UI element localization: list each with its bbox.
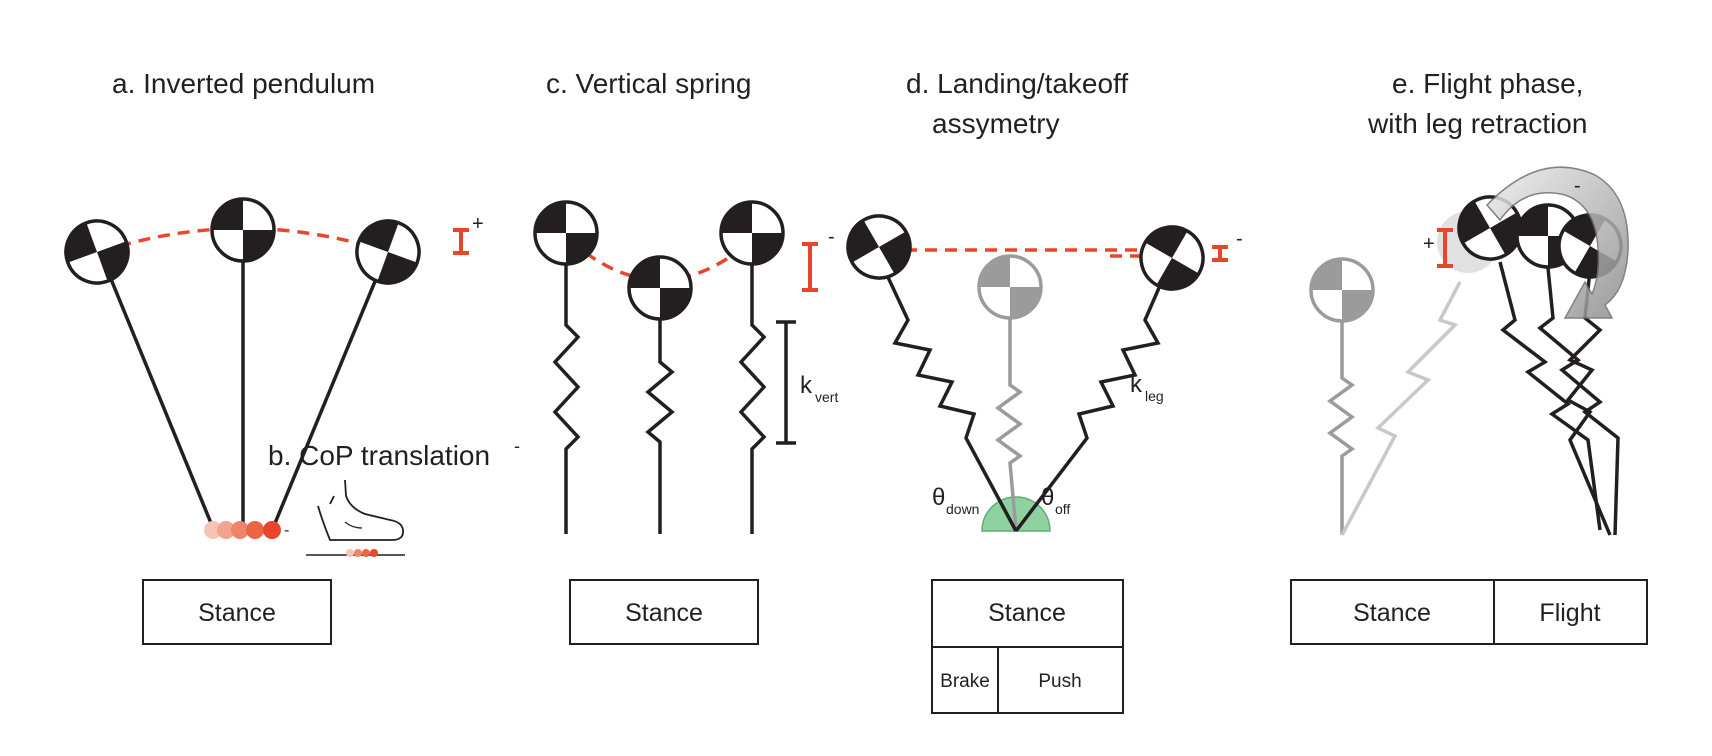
panel-a: a. Inverted pendulum + b. CoP translatio… [55, 68, 520, 645]
theta-off: θ [1041, 484, 1054, 511]
energy-bar-a [453, 228, 469, 255]
panel-d-title-line1: d. Landing/takeoff [906, 68, 1128, 99]
spring-leg-right [738, 260, 767, 534]
phase-label-c: Stance [625, 599, 703, 627]
pendulum-leg-left [95, 244, 215, 529]
energy-bar-e [1437, 228, 1453, 268]
energy-bar-d [1212, 245, 1228, 262]
stiffness-label-d: k [1130, 371, 1143, 398]
energy-sign-c: - [828, 226, 835, 248]
phase-label-d-push: Push [1038, 671, 1081, 692]
stiffness-bar-c [776, 320, 796, 445]
com-marker-neutral [977, 254, 1043, 320]
phase-label-e-stance: Stance [1353, 599, 1431, 627]
stiffness-sub-c: vert [815, 389, 838, 405]
phase-label-d-stance: Stance [988, 599, 1066, 627]
spring-leg-takeoff [1014, 257, 1174, 533]
minus-sign-e: - [1574, 175, 1581, 197]
com-marker-takeoff [1127, 213, 1217, 303]
com-marker-middle [210, 197, 276, 263]
foot-icon [306, 479, 405, 557]
spring-leg-middle [645, 320, 675, 534]
spring-leg-neutral [995, 318, 1024, 531]
spring-leg-landing [877, 257, 1018, 532]
energy-sign-a: + [472, 213, 484, 235]
panel-d-title-line2: assymetry [932, 108, 1060, 139]
panel-e: e. Flight phase, with leg retraction + -… [1290, 68, 1648, 645]
com-marker-e-gray [1309, 257, 1375, 323]
com-marker-landing [834, 202, 924, 292]
phase-label-e-flight: Flight [1539, 599, 1600, 627]
phase-label-d-brake: Brake [940, 671, 990, 692]
cop-dots [204, 521, 281, 539]
theta-off-sub: off [1055, 501, 1070, 517]
spring-leg-e-light [1340, 281, 1462, 536]
com-marker-left [55, 210, 139, 294]
com-marker-right [346, 210, 430, 294]
phase-box-e [1290, 579, 1648, 645]
retraction-arrow [1485, 166, 1629, 319]
theta-down-sub: down [946, 501, 979, 517]
com-marker-c-middle [627, 255, 693, 321]
energy-sign-d: - [1236, 228, 1243, 250]
panel-c: c. Vertical spring - k vert Stance [533, 68, 838, 645]
com-marker-c-right [719, 200, 785, 266]
spring-leg-e-gray [1327, 322, 1356, 535]
com-marker-c-left [533, 200, 599, 266]
phase-label-a: Stance [198, 599, 276, 627]
panel-b-superscript: - [514, 436, 520, 456]
phase-box-a [142, 579, 332, 645]
panel-d: d. Landing/takeoff assymetry - k leg θ d… [834, 68, 1243, 714]
panel-c-title: c. Vertical spring [546, 68, 751, 99]
stiffness-sub-d: leg [1145, 388, 1164, 404]
phase-box-c [569, 579, 759, 645]
theta-down: θ [932, 484, 945, 511]
retracting-leg-3 [1565, 269, 1612, 536]
plus-sign-e: + [1423, 233, 1435, 255]
retracting-leg-2 [1537, 267, 1620, 536]
panel-e-title-line2: with leg retraction [1367, 108, 1587, 139]
stiffness-label-c: k [800, 372, 813, 399]
cop-sign: - [284, 522, 289, 539]
spring-leg-left [552, 260, 581, 534]
panel-e-title-line1: e. Flight phase, [1392, 68, 1583, 99]
energy-bar-c [802, 242, 818, 292]
pendulum-leg-right [271, 249, 390, 529]
panel-a-title: a. Inverted pendulum [112, 68, 375, 99]
panel-b-title: b. CoP translation [268, 440, 490, 471]
